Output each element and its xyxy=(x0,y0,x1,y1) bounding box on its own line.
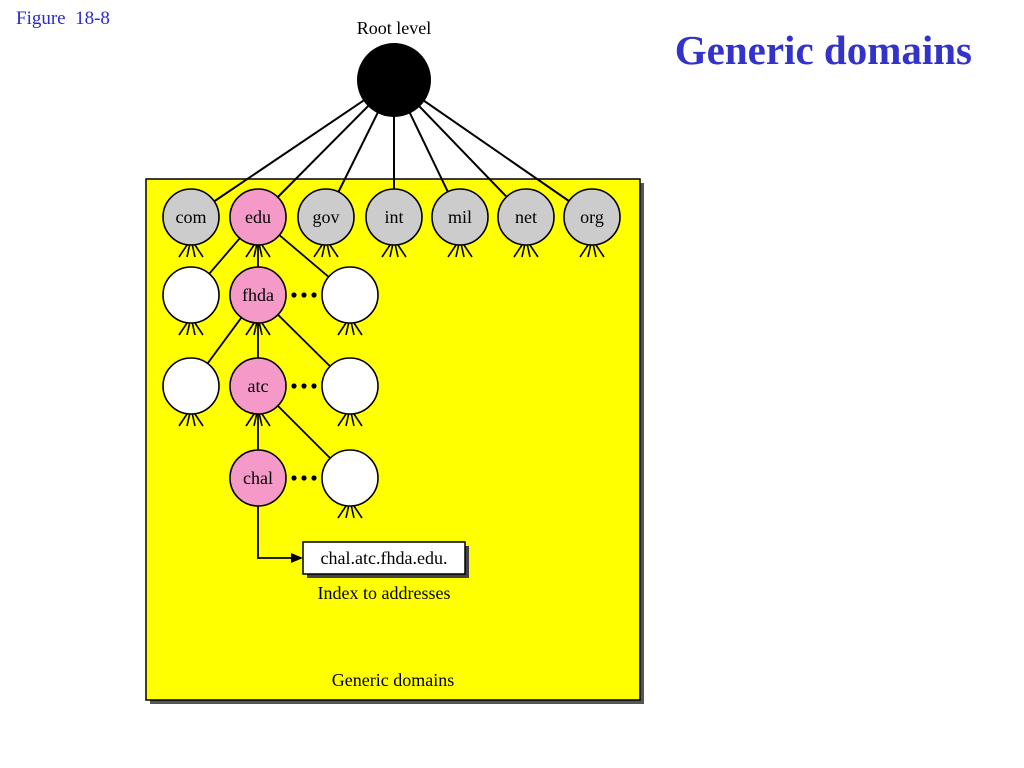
unnamed-node xyxy=(162,266,220,336)
path-nodes: fhda atc chal xyxy=(229,266,287,507)
root-line-com xyxy=(190,79,395,218)
dot xyxy=(301,292,307,298)
figure-label: Figure 18-8 xyxy=(16,8,110,29)
tld-node-gov-circle xyxy=(297,188,355,246)
generic-domains-region xyxy=(145,178,641,701)
tld-node-edu-circle xyxy=(229,188,287,246)
tld-node-net-circle xyxy=(497,188,555,246)
tld-node-int-label: int xyxy=(384,207,403,227)
unnamed-node-circle xyxy=(321,449,379,507)
unnamed-node-circle xyxy=(162,357,220,415)
tld-node-mil: mil xyxy=(431,188,489,258)
dot xyxy=(311,383,317,389)
path-node-fhda-label: fhda xyxy=(242,285,274,305)
dot xyxy=(291,383,297,389)
path-node-atc-circle xyxy=(229,357,287,415)
index-arrow-line xyxy=(257,506,293,559)
path-node-chal: chal xyxy=(229,449,287,507)
tld-node-edu-label: edu xyxy=(245,207,271,227)
unnamed-node-circle xyxy=(162,266,220,324)
path-node-atc-label: atc xyxy=(248,376,269,396)
region-caption: Generic domains xyxy=(332,670,454,690)
unnamed-nodes xyxy=(162,266,379,519)
tld-node-com-circle xyxy=(162,188,220,246)
tld-node-mil-circle xyxy=(431,188,489,246)
top-level-domains: com edu gov int mil net org xyxy=(162,188,621,258)
root-node xyxy=(357,43,431,117)
tld-node-gov: gov xyxy=(297,188,355,258)
unnamed-node xyxy=(321,266,379,336)
tld-node-mil-label: mil xyxy=(448,207,472,227)
tld-node-int-circle xyxy=(365,188,423,246)
path-node-fhda: fhda xyxy=(229,266,287,336)
root-line-org xyxy=(393,79,593,218)
index-arrow-head xyxy=(291,553,303,563)
dot xyxy=(291,292,297,298)
tld-node-com-label: com xyxy=(176,207,207,227)
unnamed-node-circle xyxy=(321,357,379,415)
index-caption: Index to addresses xyxy=(318,583,451,603)
page-title: Generic domains xyxy=(674,27,972,73)
dot xyxy=(311,475,317,481)
dot xyxy=(291,475,297,481)
tld-node-org-label: org xyxy=(580,207,604,227)
tld-node-org-circle xyxy=(563,188,621,246)
index-box xyxy=(302,541,466,575)
dot xyxy=(301,475,307,481)
index-box-text: chal.atc.fhda.edu. xyxy=(321,548,448,568)
path-node-atc: atc xyxy=(229,357,287,427)
ellipsis-dots xyxy=(291,292,317,481)
root-level-label: Root level xyxy=(357,18,432,38)
unnamed-node xyxy=(321,449,379,519)
unnamed-node xyxy=(321,357,379,427)
dot xyxy=(311,292,317,298)
path-node-chal-label: chal xyxy=(243,468,273,488)
tld-node-com: com xyxy=(162,188,220,258)
tld-node-org: org xyxy=(563,188,621,258)
tld-node-edu: edu xyxy=(229,188,287,258)
tld-node-net: net xyxy=(497,188,555,258)
path-node-fhda-circle xyxy=(229,266,287,324)
tld-node-gov-label: gov xyxy=(313,207,340,227)
dot xyxy=(301,383,307,389)
tld-node-net-label: net xyxy=(515,207,537,227)
unnamed-node-circle xyxy=(321,266,379,324)
unnamed-node xyxy=(162,357,220,427)
tld-node-int: int xyxy=(365,188,423,258)
